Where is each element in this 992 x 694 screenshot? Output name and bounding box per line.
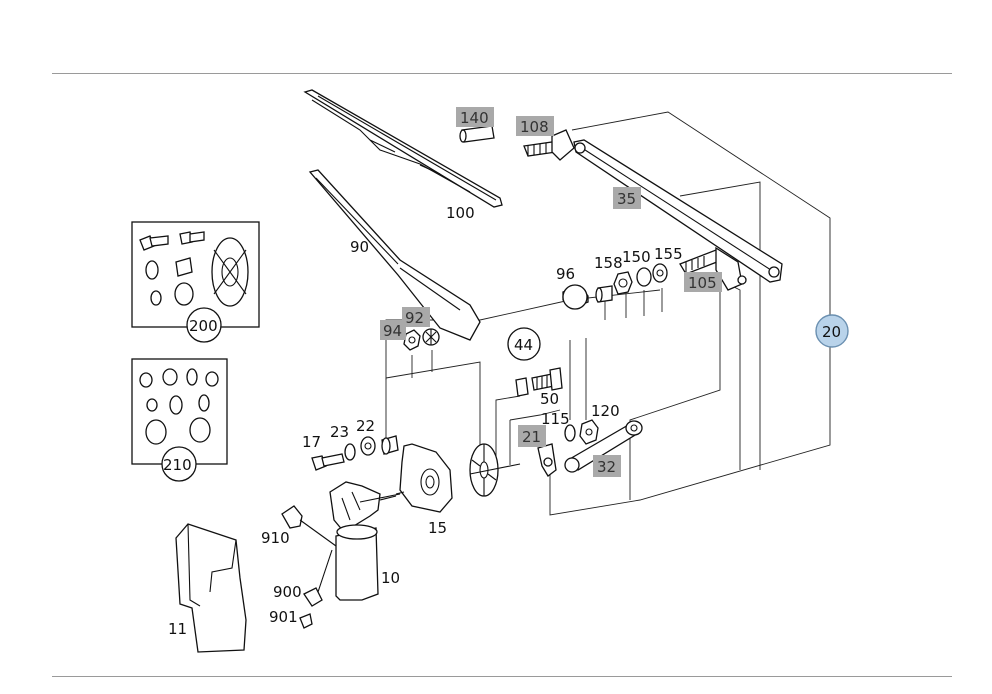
part-50-bolt[interactable] bbox=[515, 367, 563, 397]
label-15[interactable]: 15 bbox=[428, 519, 447, 537]
part-108-bolt[interactable] bbox=[523, 129, 575, 161]
highlight-108-box bbox=[516, 116, 554, 136]
part-10-motor[interactable] bbox=[329, 481, 405, 601]
part-150-nut[interactable] bbox=[613, 271, 633, 295]
highlight-105-box bbox=[684, 272, 722, 292]
callout-20-selected[interactable]: 20 bbox=[815, 314, 849, 348]
label-108[interactable]: 108 bbox=[520, 118, 549, 136]
label-910[interactable]: 910 bbox=[261, 529, 290, 547]
label-96[interactable]: 96 bbox=[556, 265, 575, 283]
part-23-washer[interactable] bbox=[344, 436, 376, 461]
highlight-94-box bbox=[380, 320, 406, 340]
part-11-cover[interactable] bbox=[175, 523, 247, 653]
highlight-21-box bbox=[518, 425, 546, 447]
label-901[interactable]: 901 bbox=[269, 608, 298, 626]
highlight-32-box bbox=[593, 455, 621, 477]
label-100[interactable]: 100 bbox=[446, 204, 475, 222]
label-21[interactable]: 21 bbox=[522, 428, 541, 446]
label-44[interactable]: 44 bbox=[514, 336, 533, 354]
part-94-nut[interactable] bbox=[403, 329, 421, 351]
label-20[interactable]: 20 bbox=[822, 323, 841, 341]
wiper-arm[interactable] bbox=[308, 169, 481, 341]
label-11[interactable]: 11 bbox=[168, 620, 187, 638]
part-115-washer[interactable] bbox=[564, 424, 576, 442]
label-105[interactable]: 105 bbox=[688, 274, 717, 292]
label-115[interactable]: 115 bbox=[541, 410, 570, 428]
part-105-pivot[interactable] bbox=[679, 246, 747, 291]
label-23[interactable]: 23 bbox=[330, 423, 349, 441]
part-910-connector[interactable] bbox=[281, 505, 337, 547]
highlight-35-box bbox=[613, 187, 641, 209]
label-90[interactable]: 90 bbox=[350, 238, 369, 256]
label-140[interactable]: 140 bbox=[460, 109, 489, 127]
label-200[interactable]: 200 bbox=[189, 317, 218, 335]
label-35[interactable]: 35 bbox=[617, 190, 636, 208]
kit-210-box[interactable] bbox=[131, 358, 228, 482]
linkage-rod[interactable] bbox=[573, 139, 783, 283]
wiper-blade[interactable] bbox=[303, 89, 503, 208]
highlighted-labels: 140 108 35 105 92 94 21 32 bbox=[380, 107, 722, 477]
top-divider bbox=[52, 73, 952, 74]
part-120-nut[interactable] bbox=[579, 419, 599, 445]
highlight-140-box bbox=[456, 107, 494, 127]
label-155[interactable]: 155 bbox=[654, 245, 683, 263]
part-22-grommet[interactable] bbox=[381, 435, 399, 455]
label-210[interactable]: 210 bbox=[163, 456, 192, 474]
part-901-clip[interactable] bbox=[299, 613, 313, 629]
kit-200-box[interactable] bbox=[131, 221, 260, 343]
part-15-plate[interactable] bbox=[399, 443, 453, 513]
label-22[interactable]: 22 bbox=[356, 417, 375, 435]
part-140-pin[interactable] bbox=[459, 125, 495, 143]
label-50[interactable]: 50 bbox=[540, 390, 559, 408]
part-96-cap[interactable] bbox=[562, 284, 589, 310]
label-900[interactable]: 900 bbox=[273, 583, 302, 601]
part-21-bracket[interactable] bbox=[537, 443, 557, 477]
crank-disc[interactable] bbox=[469, 443, 521, 497]
label-120[interactable]: 120 bbox=[591, 402, 620, 420]
callout-44-circle[interactable] bbox=[507, 327, 541, 361]
part-155-washer[interactable] bbox=[636, 263, 668, 287]
label-94[interactable]: 94 bbox=[383, 322, 402, 340]
part-17-bolt[interactable] bbox=[311, 453, 345, 471]
label-32[interactable]: 32 bbox=[597, 458, 616, 476]
part-92-washer[interactable] bbox=[422, 328, 440, 346]
part-900-plug[interactable] bbox=[303, 549, 333, 607]
part-labels: 100 90 96 158 150 155 44 50 115 120 17 2… bbox=[163, 204, 683, 638]
label-158[interactable]: 158 bbox=[594, 254, 623, 272]
label-10[interactable]: 10 bbox=[381, 569, 400, 587]
label-92[interactable]: 92 bbox=[405, 309, 424, 327]
bottom-divider bbox=[52, 676, 952, 677]
part-32-link[interactable] bbox=[564, 420, 643, 473]
label-17[interactable]: 17 bbox=[302, 433, 321, 451]
part-158-sleeve[interactable] bbox=[595, 285, 613, 303]
highlight-92-box bbox=[402, 307, 430, 327]
label-150[interactable]: 150 bbox=[622, 248, 651, 266]
selected-20-circle[interactable] bbox=[815, 314, 849, 348]
